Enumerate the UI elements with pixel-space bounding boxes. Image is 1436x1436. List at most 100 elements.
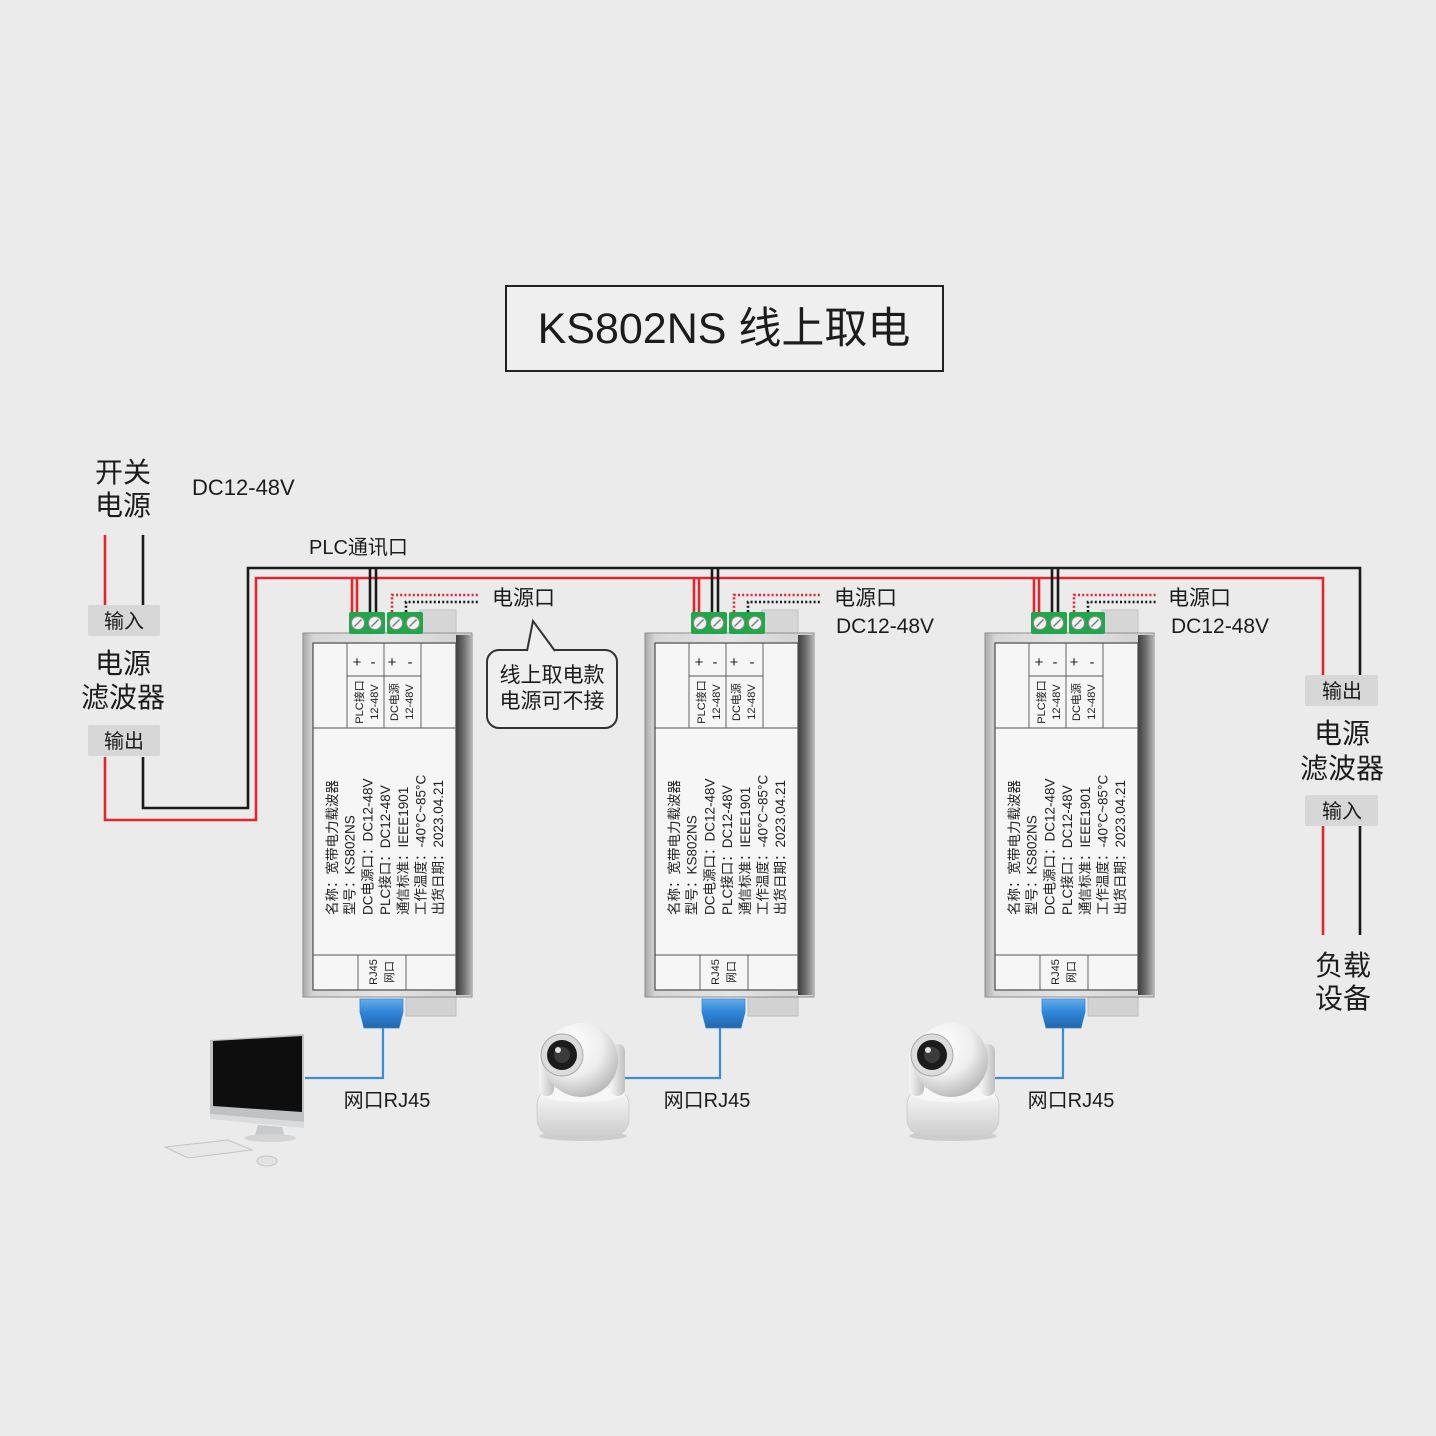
nameplate-info-line: 名称：宽带电力载波器 bbox=[324, 780, 340, 915]
terminal-polarity-label: - bbox=[713, 654, 718, 671]
network-cable bbox=[985, 1028, 1065, 1080]
right-filter-input-label: 输入 bbox=[1322, 800, 1362, 823]
note-bubble-frame bbox=[486, 649, 618, 729]
power-lead-red-dotted bbox=[390, 593, 480, 612]
page-title: KS802NS 线上取电 bbox=[538, 305, 911, 353]
rj45-port-name: RJ45 bbox=[1050, 959, 1062, 985]
power-port-label: 电源口 bbox=[1168, 587, 1231, 610]
power-lead-red-dotted bbox=[1072, 593, 1156, 612]
power-lead-black-dotted bbox=[746, 600, 822, 612]
terminal-polarity-label: - bbox=[1090, 654, 1095, 671]
plc-bus-red-wire bbox=[103, 576, 1325, 822]
load-line-2: 设备 bbox=[1315, 983, 1371, 1014]
nameplate-info-line: 通信标准：IEEE1901 bbox=[396, 787, 411, 915]
terminal-screw-slot bbox=[713, 619, 721, 627]
rj45-port-name: RJ45 bbox=[368, 959, 380, 985]
power-source-line-2: 电源 bbox=[95, 490, 151, 521]
terminal-polarity-label: - bbox=[750, 654, 755, 671]
network-port-label: 网口RJ45 bbox=[664, 1090, 751, 1112]
left-filter-name-line-2: 滤波器 bbox=[81, 682, 165, 713]
note-line-2: 电源可不接 bbox=[500, 690, 605, 713]
right-filter-output-box bbox=[1305, 675, 1378, 706]
dc-port-name: DC电源 bbox=[729, 683, 743, 721]
network-port-label: 网口RJ45 bbox=[344, 1090, 431, 1112]
device-housing-side bbox=[456, 635, 472, 995]
power-lead-black-dotted bbox=[1086, 600, 1156, 612]
nameplate-info-line: 出货日期：2023.04.21 bbox=[1112, 780, 1128, 915]
plc-port-name: PLC接口 bbox=[695, 680, 708, 723]
dc-port-name: DC电源 bbox=[1069, 683, 1083, 721]
nameplate-info-line: PLC接口：DC12-48V bbox=[1059, 785, 1075, 915]
nameplate-border bbox=[654, 642, 799, 991]
title-frame bbox=[505, 285, 944, 372]
rj45-connector-icon bbox=[701, 998, 746, 1029]
title-box: KS802NS 线上取电 bbox=[505, 285, 944, 372]
terminal-polarity-label: + bbox=[730, 654, 739, 671]
nameplate-info-line: DC电源口：DC12-48V bbox=[360, 778, 375, 915]
plc-port-label: PLC通讯口 bbox=[309, 536, 408, 559]
nameplate-info-line: 名称：宽带电力载波器 bbox=[666, 780, 682, 915]
mounting-tab-top bbox=[419, 609, 457, 636]
rj45-port-caption: 网口 bbox=[726, 961, 738, 983]
power-voltage-label: DC12-48V bbox=[1171, 615, 1269, 638]
power-voltage-label: DC12-48V bbox=[836, 615, 934, 638]
left-filter-name-line-1: 电源 bbox=[95, 648, 151, 679]
power-port-label: 电源口 bbox=[834, 587, 897, 610]
right-filter-name-line-2: 滤波器 bbox=[1300, 753, 1384, 784]
left-filter-output-box bbox=[88, 725, 160, 756]
nameplate-info-line: PLC接口：DC12-48V bbox=[377, 785, 393, 915]
right-power-section: 输出 电源 滤波器 输入 负载 设备 bbox=[1300, 675, 1384, 1014]
rj45-connector-icon bbox=[1041, 998, 1086, 1029]
nameplate-info-line: 名称：宽带电力载波器 bbox=[1006, 780, 1022, 915]
mounting-tab-top bbox=[1101, 609, 1139, 636]
nameplate-info-line: 型号：KS802NS bbox=[343, 815, 358, 915]
nameplate-info-line: DC电源口：DC12-48V bbox=[1042, 778, 1057, 915]
left-filter-input-label: 输入 bbox=[104, 610, 144, 633]
nameplate-border bbox=[312, 642, 457, 991]
nameplate-info-line: 通信标准：IEEE1901 bbox=[738, 787, 753, 915]
dc-port-name: DC电源 bbox=[387, 683, 401, 721]
dc-port-voltage: 12-48V bbox=[746, 684, 758, 720]
terminal-polarity-label: - bbox=[408, 654, 413, 671]
dc-port-voltage: 12-48V bbox=[1086, 684, 1098, 720]
rj45-port-caption: 网口 bbox=[1066, 961, 1078, 983]
terminal-screw-slot bbox=[1074, 619, 1082, 627]
rj45-port-caption: 网口 bbox=[384, 961, 396, 983]
terminal-screw-slot bbox=[1091, 619, 1099, 627]
plc-port-name: PLC接口 bbox=[353, 680, 366, 723]
right-filter-name-line-1: 电源 bbox=[1314, 718, 1370, 749]
nameplate-info-line: 出货日期：2023.04.21 bbox=[430, 780, 446, 915]
terminal-screw-slot bbox=[1053, 619, 1061, 627]
terminal-polarity-label: + bbox=[1035, 654, 1044, 671]
nameplate-info-line: 工作温度：-40°C~85°C bbox=[414, 775, 429, 915]
nameplate-info-line: DC电源口：DC12-48V bbox=[702, 778, 717, 915]
nameplate-info-line: 通信标准：IEEE1901 bbox=[1078, 787, 1093, 915]
plc-bus-black-wire bbox=[141, 566, 1362, 810]
network-cable bbox=[305, 1028, 385, 1080]
left-power-section: 开关 电源 DC12-48V 输入 电源 滤波器 输出 bbox=[81, 457, 295, 756]
rj45-port-name: RJ45 bbox=[710, 959, 722, 985]
device-housing-side bbox=[1138, 635, 1154, 995]
terminal-screw-slot bbox=[1036, 619, 1044, 627]
plc-port-voltage: 12-48V bbox=[369, 684, 381, 720]
mounting-tab-top bbox=[761, 609, 799, 636]
power-port-label: 电源口 bbox=[492, 587, 555, 610]
terminal-screw-slot bbox=[734, 619, 742, 627]
plc-port-voltage: 12-48V bbox=[711, 684, 723, 720]
terminal-polarity-label: - bbox=[1053, 654, 1058, 671]
right-filter-input-box bbox=[1305, 795, 1378, 826]
power-lead-red-dotted bbox=[732, 593, 822, 612]
nameplate-info-line: 工作温度：-40°C~85°C bbox=[756, 775, 771, 915]
wiring bbox=[103, 535, 1362, 935]
nameplate-info-line: PLC接口：DC12-48V bbox=[719, 785, 735, 915]
source-voltage-label: DC12-48V bbox=[192, 475, 295, 500]
power-source-line-1: 开关 bbox=[95, 457, 151, 488]
